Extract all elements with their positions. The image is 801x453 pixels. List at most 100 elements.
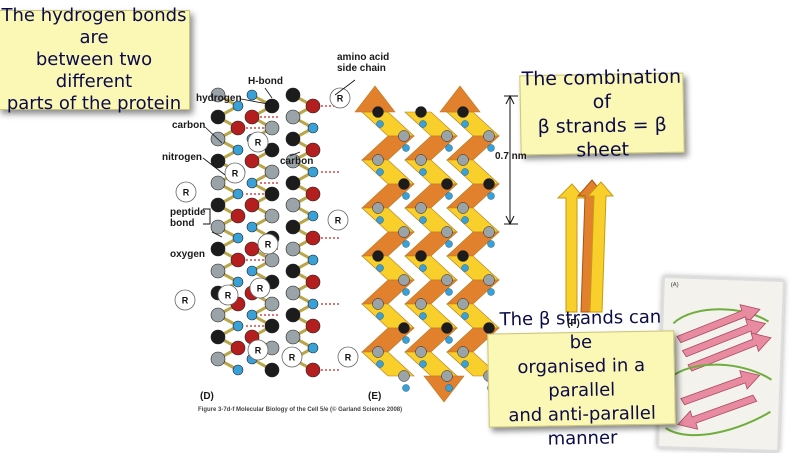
label-amino-acid-side-chain: amino acid side chain <box>337 52 389 74</box>
c-atom <box>210 109 226 125</box>
r-group-label: R <box>345 353 352 363</box>
n-atom <box>232 364 244 376</box>
n-atom <box>307 210 319 222</box>
callout-line: between two different <box>35 49 153 92</box>
strand-nitrogen <box>376 120 384 128</box>
o-atom <box>305 274 321 290</box>
c-atom <box>264 318 280 334</box>
r-group-label: R <box>337 94 344 104</box>
strand-nitrogen <box>461 360 469 368</box>
o-atom <box>305 230 321 246</box>
o-atom <box>244 241 260 257</box>
c-atom <box>264 98 280 114</box>
n-atom <box>232 232 244 244</box>
c-atom <box>285 175 301 191</box>
o-atom <box>305 186 321 202</box>
alpha-atom <box>210 87 226 103</box>
o-atom <box>244 153 260 169</box>
label-oxygen: oxygen <box>170 249 206 260</box>
strand-atom <box>441 370 453 382</box>
r-group-label: R <box>335 216 342 226</box>
r-group-label: R <box>182 296 189 306</box>
strand-nitrogen <box>487 240 495 248</box>
label-peptide-bond: peptide bond <box>170 207 206 229</box>
figure-caption: Figure 3-7d-f Molecular Biology of the C… <box>198 407 403 413</box>
strand-atom <box>415 106 427 118</box>
strand-atom <box>483 130 495 142</box>
o-atom <box>230 208 246 224</box>
callout-line: and anti-parallel manner <box>508 402 657 450</box>
c-atom <box>210 197 226 213</box>
strand-atom <box>457 298 469 310</box>
r-group-circle <box>174 289 196 311</box>
strand-nitrogen <box>445 336 453 344</box>
strand-nitrogen <box>487 144 495 152</box>
o-atom <box>305 98 321 114</box>
r-group-label: R <box>289 353 296 363</box>
strand-atom <box>398 274 410 286</box>
strand-nitrogen <box>487 192 495 200</box>
alpha-atom <box>264 296 280 312</box>
n-atom <box>246 221 258 233</box>
n-atom <box>232 100 244 112</box>
strand-nitrogen <box>461 312 469 320</box>
panel-f-ribbon-arrows <box>556 179 615 313</box>
o-atom <box>305 362 321 378</box>
c-atom <box>285 219 301 235</box>
r-group-label: R <box>265 240 272 250</box>
n-atom <box>307 254 319 266</box>
n-atom <box>307 122 319 134</box>
strand-nitrogen <box>376 264 384 272</box>
strand-nitrogen <box>376 168 384 176</box>
strand-atom <box>441 130 453 142</box>
c-atom <box>285 131 301 147</box>
strand-nitrogen <box>445 288 453 296</box>
r-group-circle <box>327 209 349 231</box>
c-atom <box>264 186 280 202</box>
r-group-circle <box>281 346 303 368</box>
r-group-circle <box>257 233 279 255</box>
strand-nitrogen <box>461 120 469 128</box>
r-group-circle <box>217 284 239 306</box>
ribbon-diagram <box>665 304 773 437</box>
alpha-atom <box>264 252 280 268</box>
c-atom <box>285 307 301 323</box>
n-atom <box>307 342 319 354</box>
label-distance: 0.7 nm <box>495 151 527 162</box>
strand-atom <box>398 130 410 142</box>
alpha-atom <box>264 208 280 224</box>
callout-hydrogen-bonds: The hydrogen bonds are between two diffe… <box>0 5 190 114</box>
c-atom <box>264 142 280 158</box>
strand-nitrogen <box>402 384 410 392</box>
alpha-atom <box>210 175 226 191</box>
c-atom <box>264 362 280 378</box>
strand-nitrogen <box>461 264 469 272</box>
strand-atom <box>415 298 427 310</box>
n-atom <box>232 144 244 156</box>
strand-nitrogen <box>376 312 384 320</box>
panel-label-d: (D) <box>200 391 214 402</box>
o-atom <box>230 120 246 136</box>
r-group-circle <box>224 162 246 184</box>
label-nitrogen: nitrogen <box>162 152 202 163</box>
r-group-label: R <box>183 188 190 198</box>
r-group-label: R <box>255 138 262 148</box>
r-group-circle <box>175 181 197 203</box>
c-atom <box>210 329 226 345</box>
strand-atom <box>457 154 469 166</box>
alpha-atom <box>264 120 280 136</box>
strand-atom <box>398 322 410 334</box>
strand-nitrogen <box>419 312 427 320</box>
alpha-atom <box>210 219 226 235</box>
c-atom <box>285 263 301 279</box>
strand-nitrogen <box>419 264 427 272</box>
n-atom <box>246 309 258 321</box>
strand-atom <box>415 202 427 214</box>
peptide-bond-bracket <box>203 208 211 225</box>
strand-nitrogen <box>461 216 469 224</box>
r-group-label: R <box>225 291 232 301</box>
strand-nitrogen <box>402 192 410 200</box>
o-atom <box>244 109 260 125</box>
